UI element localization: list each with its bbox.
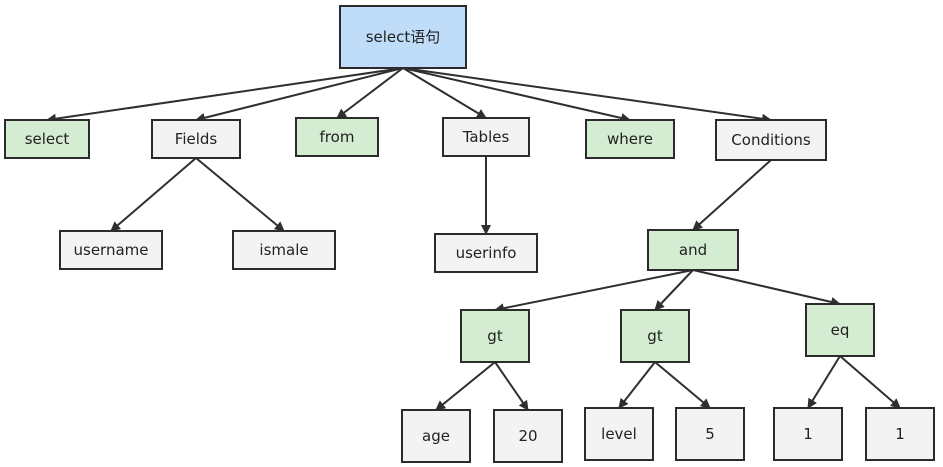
edge-root-to-conditions [402,67,772,124]
node-box [295,117,379,157]
edge-fields-to-username [110,157,197,232]
node-label: level [601,425,637,443]
tree-node-five: 5 [675,407,745,461]
node-box [434,233,538,273]
node-label: gt [647,327,663,345]
tree-node-root: select语句 [339,5,467,69]
tree-node-and: and [647,229,739,271]
tree-node-conditions: Conditions [715,119,827,161]
node-box [493,409,563,463]
node-box [620,309,690,363]
node-box [805,303,875,357]
edge-eq-to-one-b [839,355,901,409]
edge-root-to-tables [402,67,487,119]
node-box [585,119,675,159]
node-box [232,230,336,270]
tree-node-ismale: ismale [232,230,336,270]
node-box [151,119,241,159]
node-label: 5 [705,425,715,443]
node-label: Conditions [731,131,811,149]
node-label: where [607,130,653,148]
edge-and-to-gt-2 [654,269,694,311]
node-box [401,409,471,463]
tree-node-eq: eq [805,303,875,357]
node-box [647,229,739,271]
tree-node-userinfo: userinfo [434,233,538,273]
node-label: 20 [518,427,537,445]
node-box [865,407,935,461]
tree-node-kw-select: select [4,119,90,159]
node-label: 1 [803,425,813,443]
tree-node-kw-where: where [585,119,675,159]
tree-node-twenty: 20 [493,409,563,463]
node-box [675,407,745,461]
edge-root-to-kw-from [336,67,404,119]
node-box [59,230,163,270]
node-label: userinfo [456,244,517,262]
tree-node-fields: Fields [151,119,241,159]
node-label: age [422,427,450,445]
tree-node-tables: Tables [442,117,530,157]
edge-root-to-kw-where [402,67,631,123]
edges-layer [46,67,901,411]
edge-conditions-to-and [692,159,772,231]
tree-node-one-a: 1 [773,407,843,461]
edge-gt-2-to-five [654,361,711,409]
edge-gt-2-to-level [618,361,656,409]
node-label: 1 [895,425,905,443]
node-label: username [74,241,149,259]
edge-root-to-fields [195,67,404,123]
edge-and-to-gt-1 [494,269,694,314]
nodes-layer: select语句 select Fields from Tables where Condi… [4,5,935,463]
node-label: gt [487,327,503,345]
node-box [773,407,843,461]
tree-node-gt-2: gt [620,309,690,363]
node-label: Tables [462,128,510,146]
node-box [442,117,530,157]
node-label: Fields [175,130,218,148]
node-box [715,119,827,161]
tree-node-age: age [401,409,471,463]
edge-fields-to-ismale [195,157,285,232]
tree-node-level: level [584,407,654,461]
edge-and-to-eq [692,269,841,307]
edge-gt-1-to-age [435,361,496,411]
node-box [460,309,530,363]
tree-node-one-b: 1 [865,407,935,461]
edge-gt-1-to-twenty [494,361,529,411]
node-label: from [320,128,355,146]
edge-eq-to-one-a [807,355,841,409]
node-box [339,5,467,69]
tree-node-kw-from: from [295,117,379,157]
node-box [4,119,90,159]
node-box [584,407,654,461]
node-label: select [25,130,70,148]
node-label: and [679,241,707,259]
tree-node-username: username [59,230,163,270]
tree-node-gt-1: gt [460,309,530,363]
edge-root-to-kw-select [46,67,404,124]
node-label: ismale [259,241,308,259]
node-label: select语句 [366,28,441,46]
node-label: eq [831,321,850,339]
